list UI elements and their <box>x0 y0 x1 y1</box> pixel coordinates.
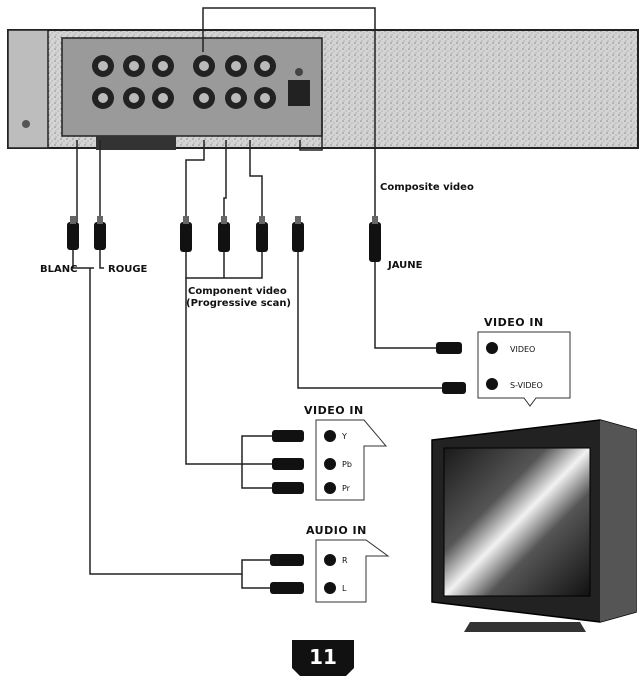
tv-video-label: VIDEO <box>510 345 535 354</box>
jack-video-3 <box>254 55 276 77</box>
plug-component-pb <box>218 216 230 252</box>
svideo-cable-upper <box>299 70 323 151</box>
component-jack-y-label: Y <box>341 432 347 441</box>
component-cable-y <box>185 140 205 222</box>
jack-audio-4 <box>92 87 114 109</box>
component-in-title: VIDEO IN <box>304 404 364 417</box>
rear-panel-jacks <box>92 55 310 109</box>
plug-tv-pb <box>272 458 304 470</box>
audio-bracket-red <box>99 250 104 269</box>
plug-tv-audio-r <box>270 554 304 566</box>
jack-audio-1 <box>92 55 114 77</box>
audio-l-jack-icon <box>324 582 336 594</box>
pb-jack-icon <box>324 458 336 470</box>
component-jack-pr-label: Pr <box>342 484 351 493</box>
jack-audio-6 <box>152 87 174 109</box>
tv-svideo-label: S-VIDEO <box>510 381 543 390</box>
svideo-jack-icon <box>486 378 498 390</box>
plug-component-y <box>180 216 192 252</box>
composite-video-label: Composite video <box>380 182 474 193</box>
svideo-cable-lower <box>297 252 442 389</box>
plug-tv-svideo <box>442 382 466 394</box>
audio-jack-r-label: R <box>342 556 348 565</box>
rouge-label: ROUGE <box>108 264 148 275</box>
component-video-label: Component video <box>188 286 287 297</box>
cables <box>72 7 442 589</box>
y-jack-icon <box>324 430 336 442</box>
jaune-label: JAUNE <box>387 260 423 271</box>
jack-audio-2 <box>123 55 145 77</box>
component-cable-pr-branch <box>241 464 272 489</box>
television-icon <box>431 419 637 632</box>
tv-video-in-title: VIDEO IN <box>484 316 544 329</box>
audio-in-panel: AUDIO IN R L <box>306 524 390 603</box>
jack-video-2 <box>225 55 247 77</box>
audio-cable-to-tv-r <box>89 268 270 575</box>
dvd-player-rear-panel <box>7 29 639 150</box>
plug-tv-video <box>436 342 462 354</box>
jack-video-4 <box>193 87 215 109</box>
screw-icon <box>22 120 30 128</box>
plug-tv-audio-l <box>270 582 304 594</box>
composite-cable-upper <box>202 7 376 222</box>
audio-r-jack-icon <box>324 554 336 566</box>
svideo-port <box>288 80 310 106</box>
page-number: 11 <box>309 645 337 669</box>
plug-svideo <box>292 216 304 252</box>
plug-tv-pr <box>272 482 304 494</box>
plug-tv-y <box>272 430 304 442</box>
jack-video-6 <box>254 87 276 109</box>
jack-video-1 <box>193 55 215 77</box>
plug-white <box>67 216 79 250</box>
plug-composite <box>369 216 381 262</box>
tv-video-in-panel: VIDEO IN VIDEO S-VIDEO <box>477 316 571 407</box>
page-number-tab: 11 <box>292 640 354 676</box>
jack-audio-5 <box>123 87 145 109</box>
component-jack-pb-label: Pb <box>342 460 352 469</box>
blanc-label: BLANC <box>40 264 77 275</box>
rca-plugs <box>67 216 466 594</box>
audio-in-title: AUDIO IN <box>306 524 367 537</box>
jack-audio-3 <box>152 55 174 77</box>
plug-red <box>94 216 106 250</box>
video-jack-icon <box>486 342 498 354</box>
audio-cable-to-tv-l <box>241 574 270 589</box>
port-indicator <box>295 68 303 76</box>
component-cable-pr <box>249 140 263 222</box>
composite-cable-lower <box>374 262 440 349</box>
pr-jack-icon <box>324 482 336 494</box>
audio-bracket-white <box>72 250 94 269</box>
plug-component-pr <box>256 216 268 252</box>
jack-video-5 <box>225 87 247 109</box>
audio-jack-l-label: L <box>342 584 347 593</box>
progressive-scan-label: (Progressive scan) <box>186 298 291 309</box>
component-cable-pb <box>223 140 227 222</box>
component-video-in-panel: VIDEO IN Y Pb Pr <box>304 404 388 501</box>
